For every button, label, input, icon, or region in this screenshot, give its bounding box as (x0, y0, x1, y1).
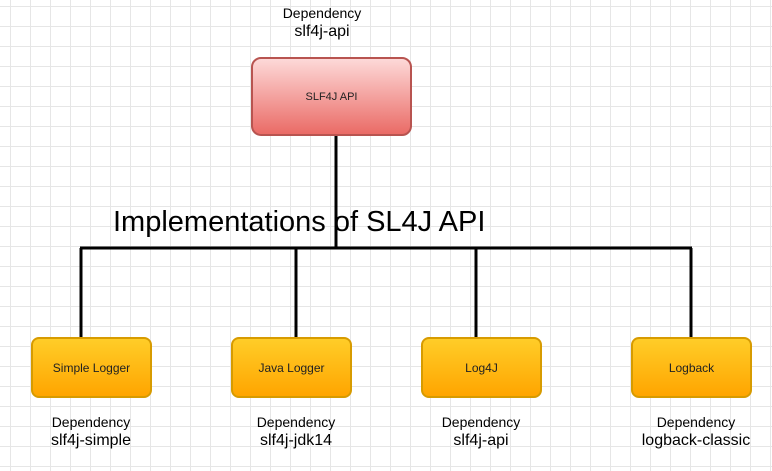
dependency-artifact: slf4j-api (294, 23, 350, 40)
dependency-artifact: logback-classic (641, 432, 751, 449)
java-logger-node[interactable]: Java Logger (231, 337, 352, 398)
log4j-node[interactable]: Log4J (421, 337, 542, 398)
logback-node[interactable]: Logback (631, 337, 752, 398)
slf4j-api-node[interactable]: SLF4J API (251, 57, 412, 136)
dependency-label: Dependency (282, 5, 362, 21)
dependency-label: Dependency (441, 414, 521, 430)
dependency-artifact: slf4j-api (453, 432, 509, 449)
dependency-label: Dependency (51, 414, 131, 430)
logback-dependency-caption: Dependency logback-classic (626, 414, 766, 451)
node-label: Logback (668, 360, 715, 375)
root-dependency-caption: Dependency slf4j-api (272, 5, 372, 42)
simple-logger-dependency-caption: Dependency slf4j-simple (36, 414, 146, 451)
dependency-label: Dependency (256, 414, 336, 430)
dependency-artifact: slf4j-simple (50, 432, 131, 449)
node-label: Java Logger (258, 360, 325, 375)
simple-logger-node[interactable]: Simple Logger (31, 337, 152, 398)
node-label: Simple Logger (52, 360, 131, 375)
dependency-artifact: slf4j-jdk14 (259, 432, 333, 449)
dependency-label: Dependency (656, 414, 736, 430)
java-logger-dependency-caption: Dependency slf4j-jdk14 (241, 414, 351, 451)
log4j-dependency-caption: Dependency slf4j-api (426, 414, 536, 451)
node-label: SLF4J API (305, 90, 358, 103)
node-label: Log4J (465, 360, 498, 375)
implementations-heading: Implementations of SL4J API (113, 206, 486, 238)
